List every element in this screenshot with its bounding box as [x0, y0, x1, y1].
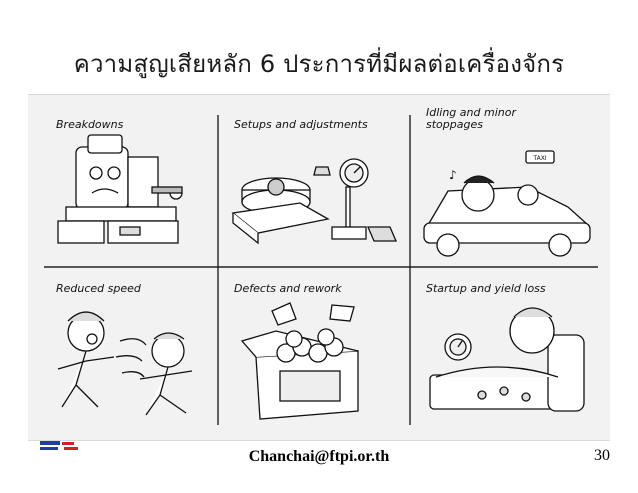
slide-title: ความสูญเสียหลัก 6 ประการที่มีผลต่อเครื่อ… [73, 50, 565, 78]
breakdown-machine-icon [57, 134, 183, 244]
startup-bed-icon [429, 307, 585, 412]
setup-tools-icon [231, 158, 397, 245]
panel-label-breakdowns: Breakdowns [56, 118, 124, 131]
panel-label-idling-line2: stoppages [426, 118, 483, 131]
organization-logo [40, 441, 78, 450]
panel-label-idling: Idling and minor stoppages [426, 107, 516, 131]
panel-label-setups: Setups and adjustments [234, 118, 368, 131]
footer-email: Chanchai@ftpi.or.th [248, 448, 390, 465]
loss-illustration-grid: ♪ TAXI [44, 115, 598, 425]
svg-text:♪: ♪ [449, 168, 457, 182]
panel-label-startup: Startup and yield loss [426, 282, 546, 295]
idling-taxi-icon: ♪ [423, 150, 591, 257]
defects-box-icon [240, 302, 359, 420]
page-number: 30 [594, 447, 610, 464]
taxi-sign-text: TAXI [532, 155, 546, 162]
loss-illustration-panel: ♪ TAXI [28, 94, 610, 441]
panel-label-defects: Defects and rework [234, 282, 342, 295]
panel-label-reduced-speed: Reduced speed [56, 282, 141, 295]
panel-label-idling-line1: Idling and minor [426, 106, 516, 119]
reduced-speed-runners-icon [57, 311, 193, 416]
